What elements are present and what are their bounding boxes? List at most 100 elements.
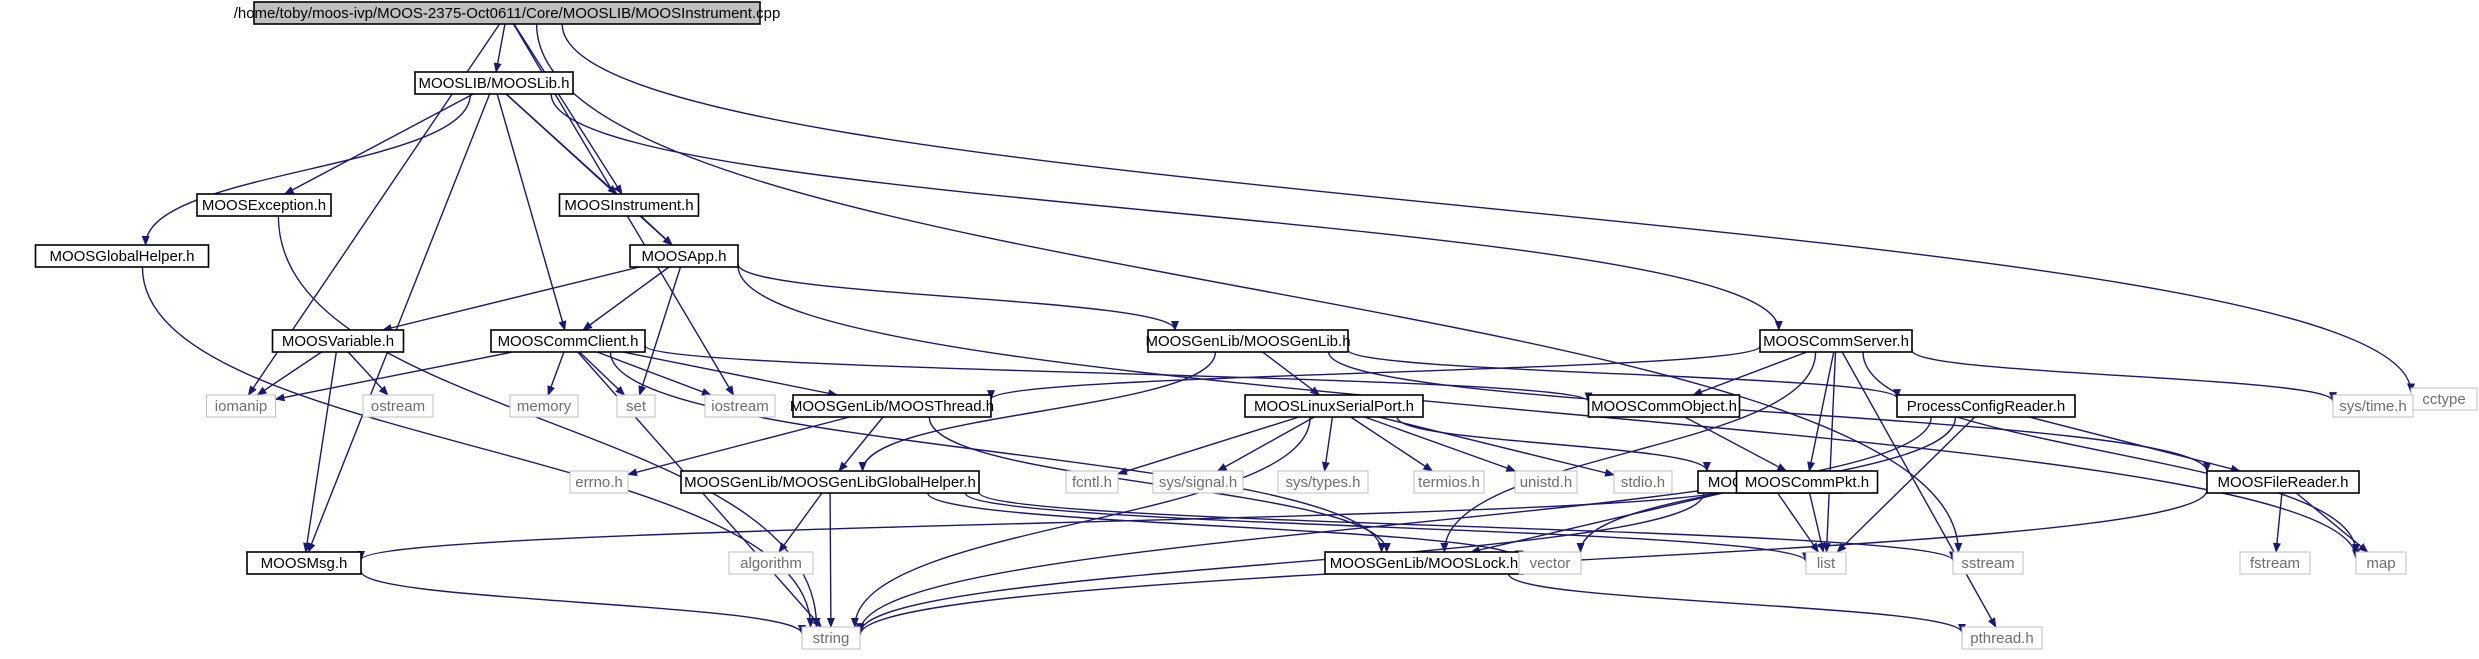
node-box-mooscommserver	[1759, 329, 1913, 353]
node-box-iomanip	[206, 394, 276, 418]
node-box-iostream	[704, 394, 776, 418]
node-label-list: list	[1817, 555, 1836, 572]
node-layer: /home/toby/moos-ivp/MOOS-2375-Oct0611/Co…	[34, 1, 2478, 650]
node-mooscommobject[interactable]: MOOSCommObject.h	[1587, 394, 1741, 418]
edge-mooscommserver-to-map	[1862, 351, 2360, 554]
edge-moosvariable-to-ostream	[347, 351, 389, 396]
node-label-pthread: pthread.h	[1970, 630, 2033, 647]
node-box-stdio	[1613, 470, 1673, 494]
edge-mooscommserver-to-systime	[1911, 349, 2337, 403]
edge-mooscommpkt-to-list	[1808, 492, 1826, 553]
node-box-moosthread	[792, 394, 992, 418]
node-globalhelper2[interactable]: MOOSGenLib/MOOSGenLibGlobalHelper.h	[680, 470, 980, 494]
node-label-moosfilereader: MOOSFileReader.h	[2218, 474, 2349, 491]
node-box-moosinstrument_h	[558, 193, 700, 217]
node-label-unistd: unistd.h	[1520, 474, 1573, 491]
node-label-errno: errno.h	[575, 474, 623, 491]
edge-mooscommobject-to-mooscommpkt	[1684, 416, 1788, 472]
edge-moosthread-to-errno	[627, 416, 850, 477]
node-moosmsg[interactable]: MOOSMsg.h	[246, 551, 362, 575]
node-label-moosvariable: MOOSVariable.h	[282, 333, 394, 350]
node-label-systypes: sys/types.h	[1285, 474, 1360, 491]
node-moosexception[interactable]: MOOSException.h	[196, 193, 332, 217]
edge-moosinstrument_h-to-moosapp	[640, 215, 673, 246]
edge-moosmsg-to-string	[360, 570, 806, 635]
edge-moosglobalhelper-to-string	[141, 266, 815, 628]
node-mooscommpkt[interactable]: MOOSCommPkt.h	[1735, 470, 1879, 494]
edge-mooscommserver-to-mooscommpkt	[1807, 351, 1835, 472]
node-moosapp[interactable]: MOOSApp.h	[629, 244, 739, 268]
node-moosgenlib[interactable]: MOOSGenLib/MOOSGenLib.h	[1145, 329, 1351, 353]
node-box-processconfig	[1896, 394, 2076, 418]
edge-mooslinuxserial-to-fcntl	[1117, 416, 1300, 475]
edge-moosapp-to-mooscommclient	[582, 266, 670, 331]
edge-moosgenlib-to-processconfig	[1347, 349, 1901, 400]
node-label-fcntl: fcntl.h	[1072, 474, 1112, 491]
node-root[interactable]: /home/toby/moos-ivp/MOOS-2375-Oct0611/Co…	[234, 1, 781, 25]
edge-mooslinuxserial-to-termios	[1350, 416, 1434, 472]
edge-mooscommpkt-to-moosmsg	[357, 485, 1738, 561]
node-moosinstrument_h[interactable]: MOOSInstrument.h	[558, 193, 700, 217]
edge-mooslinuxserial-to-syssignal	[1216, 416, 1315, 472]
edge-mooscommclient-to-moosthread	[622, 351, 839, 398]
edge-mooscommclient-to-iostream	[596, 351, 712, 396]
node-fcntl: fcntl.h	[1065, 470, 1119, 494]
node-box-mooscommclient	[490, 329, 646, 353]
node-mooscommserver[interactable]: MOOSCommServer.h	[1759, 329, 1913, 353]
node-label-moosapp: MOOSApp.h	[641, 248, 726, 265]
node-box-ostream	[362, 394, 434, 418]
node-box-errno	[569, 470, 629, 494]
node-label-root: /home/toby/moos-ivp/MOOS-2375-Oct0611/Co…	[234, 5, 781, 22]
node-mooscommclient[interactable]: MOOSCommClient.h	[490, 329, 646, 353]
node-label-string: string	[813, 630, 850, 647]
node-box-mooslinuxserial	[1244, 394, 1424, 418]
node-box-algorithm	[728, 551, 814, 575]
node-label-mooscommclient: MOOSCommClient.h	[498, 333, 639, 350]
node-label-iostream: iostream	[711, 398, 769, 415]
node-box-list	[1805, 551, 1847, 575]
node-label-mooslinuxserial: MOOSLinuxSerialPort.h	[1254, 398, 1414, 415]
edge-moosgenlib-to-mooslinuxserial	[1262, 351, 1321, 396]
node-box-map	[2355, 551, 2407, 575]
edge-mooslinuxserial-to-systypes	[1321, 416, 1334, 472]
node-box-globalhelper2	[680, 470, 980, 494]
node-label-globalhelper2: MOOSGenLib/MOOSGenLibGlobalHelper.h	[684, 474, 976, 491]
node-box-moosexception	[196, 193, 332, 217]
node-moosglobalhelper[interactable]: MOOSGlobalHelper.h	[34, 244, 210, 268]
node-mooslinuxserial[interactable]: MOOSLinuxSerialPort.h	[1244, 394, 1424, 418]
edge-moosapp-to-map	[737, 265, 2360, 560]
node-label-moosmsg: MOOSMsg.h	[261, 555, 348, 572]
node-label-moosthread: MOOSGenLib/MOOSThread.h	[790, 398, 994, 415]
node-mooslib[interactable]: MOOSLIB/MOOSLib.h	[414, 71, 574, 95]
node-sstream: sstream	[1952, 551, 2024, 575]
node-mooslock[interactable]: MOOSGenLib/MOOSLock.h	[1324, 551, 1524, 575]
node-list: list	[1805, 551, 1847, 575]
edge-mooslock-to-pthread	[1508, 573, 1966, 634]
node-box-unistd	[1514, 470, 1578, 494]
node-label-mooscommserver: MOOSCommServer.h	[1763, 333, 1909, 350]
node-box-sstream	[1952, 551, 2024, 575]
node-unistd: unistd.h	[1514, 470, 1578, 494]
edge-mooserialport-to-mooslock	[1470, 492, 1724, 554]
edge-mooslib-to-moosexception	[283, 93, 474, 195]
node-label-set: set	[626, 398, 647, 415]
node-box-systime	[2332, 394, 2414, 418]
node-errno: errno.h	[569, 470, 629, 494]
node-box-moosglobalhelper	[34, 244, 210, 268]
edge-mooscommclient-to-iomanip	[274, 351, 513, 402]
edge-moosapp-to-moosvariable	[381, 266, 640, 332]
edge-globalhelper2-to-algorithm	[778, 492, 823, 553]
node-moosvariable[interactable]: MOOSVariable.h	[271, 329, 405, 353]
edge-mooscommclient-to-mooscommobject	[644, 344, 1593, 403]
node-systypes: sys/types.h	[1277, 470, 1369, 494]
node-moosfilereader[interactable]: MOOSFileReader.h	[2206, 470, 2360, 494]
edge-globalhelper2-to-sstream	[978, 491, 1957, 562]
node-box-root	[253, 1, 761, 25]
node-processconfig[interactable]: ProcessConfigReader.h	[1896, 394, 2076, 418]
edge-mooslib-to-moosmsg	[307, 93, 491, 553]
node-moosthread[interactable]: MOOSGenLib/MOOSThread.h	[790, 394, 994, 418]
node-box-termios	[1413, 470, 1485, 494]
node-iostream: iostream	[704, 394, 776, 418]
node-ostream: ostream	[362, 394, 434, 418]
node-label-mooslib: MOOSLIB/MOOSLib.h	[419, 75, 570, 92]
